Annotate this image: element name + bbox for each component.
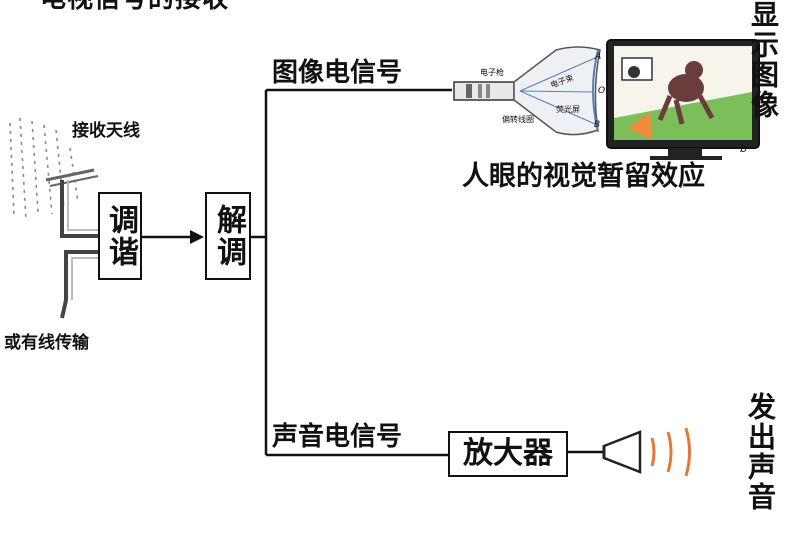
demodulation-block: 解调: [205, 192, 251, 280]
electron-gun-label: 电子枪: [480, 68, 504, 77]
deflection-coil-label: 偏转线圈: [502, 115, 534, 124]
tuning-block: 调谐: [98, 192, 142, 280]
page-title: 电视信号的接收: [40, 0, 229, 15]
sound-wave-icon: [650, 427, 691, 477]
sound-signal-label: 声音电信号: [272, 422, 403, 452]
amplifier-block: 放大器: [448, 431, 568, 477]
tv-corner-label: b: [740, 142, 747, 155]
phosphor-screen-label: 荧光屏: [556, 105, 580, 114]
arrow-head: [190, 230, 204, 244]
point-o-label: O: [598, 86, 606, 96]
antenna-icon: [9, 117, 99, 319]
speaker-icon: [602, 430, 642, 474]
receive-antenna-label: 接收天线: [72, 121, 140, 141]
emit-sound-label: 发出声音: [744, 392, 777, 512]
crt-tube-icon: [453, 46, 601, 136]
point-a-label: A: [595, 52, 602, 62]
point-b-label: B: [594, 120, 601, 130]
persistence-of-vision-label: 人眼的视觉暂留效应: [462, 161, 705, 192]
wired-transmission-label: 或有线传输: [4, 333, 89, 353]
image-signal-label: 图像电信号: [272, 58, 403, 88]
tv-screen-image: [606, 39, 760, 160]
display-image-label: 显示图像: [747, 0, 780, 120]
